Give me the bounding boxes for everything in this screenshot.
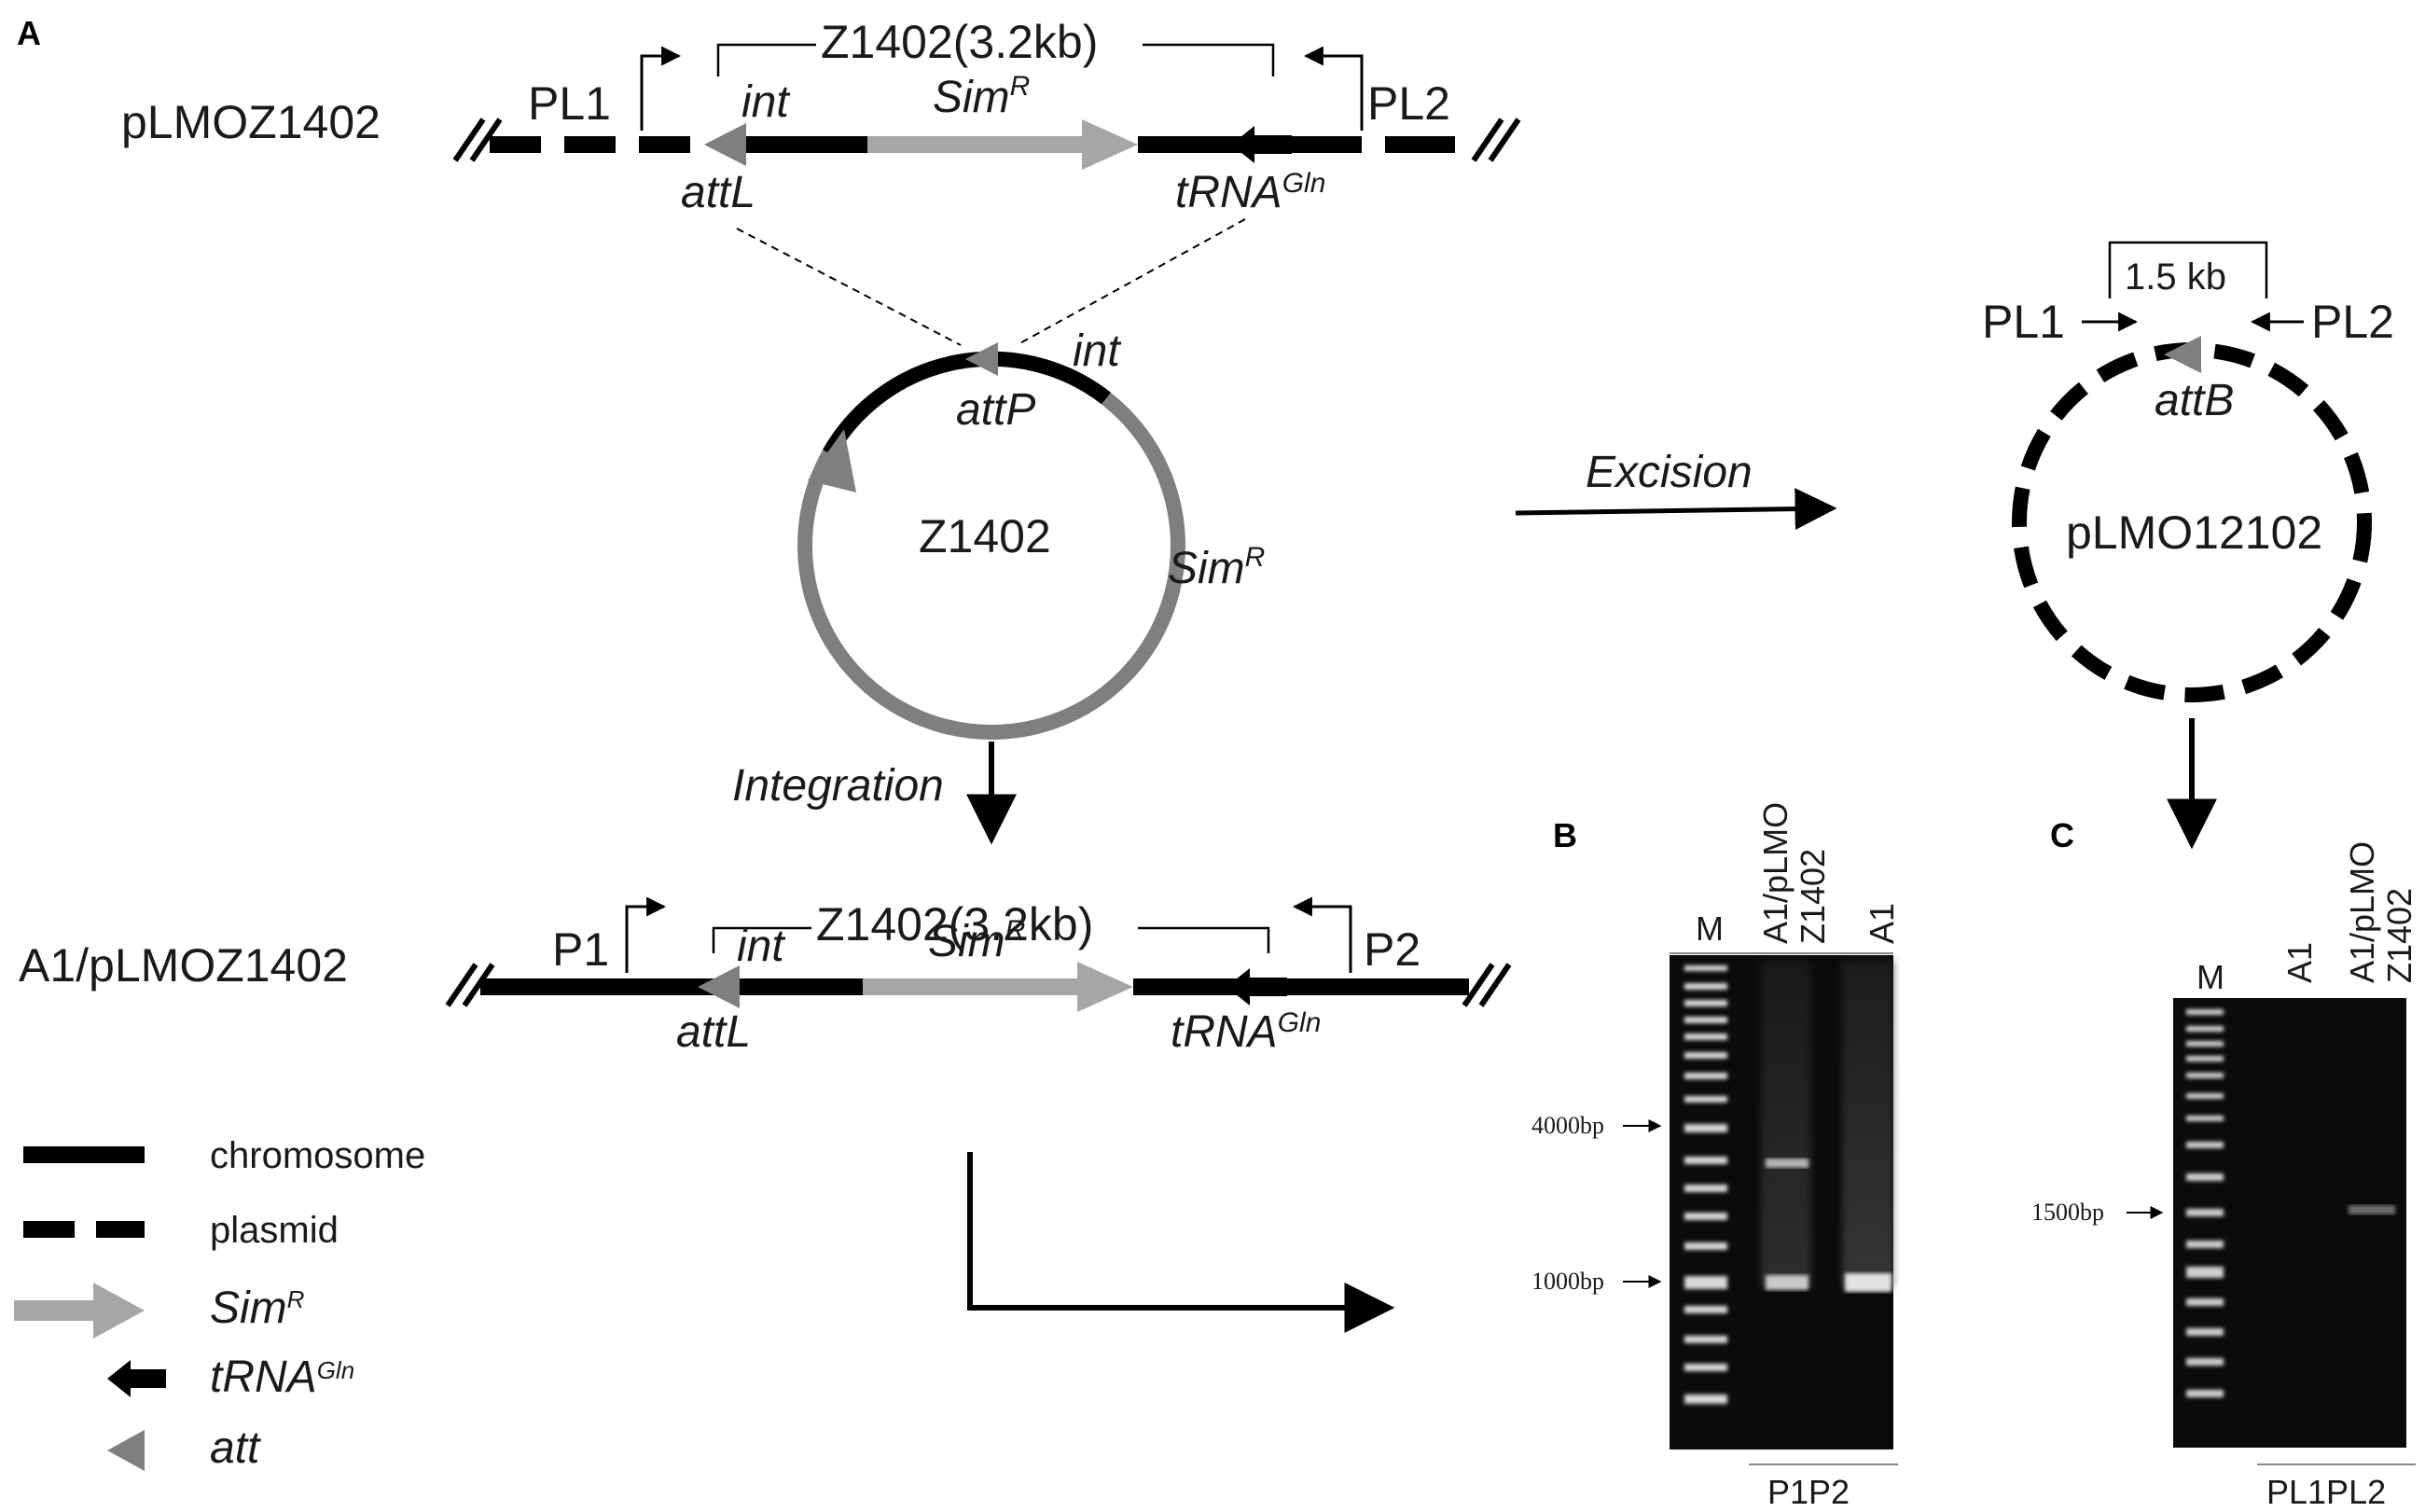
legend-att-label: att bbox=[210, 1423, 261, 1473]
primer-p1-label: P1 bbox=[552, 923, 609, 976]
gel-c-lane-2-label-line2: Z1402 bbox=[2380, 888, 2418, 983]
gel-c-primer-pair: PL1PL2 bbox=[2266, 1473, 2386, 1511]
int-label-2: int bbox=[737, 922, 785, 971]
insert-size-label-2: Z1402(3.2kb) bbox=[816, 898, 1093, 950]
insert-size-label: Z1402(3.2kb) bbox=[821, 16, 1098, 68]
trna-label-2: tRNAGln bbox=[1171, 1007, 1321, 1057]
gel-b-lane-2-label: A1 bbox=[1863, 903, 1901, 944]
plasmid-circle-name: pLMO12102 bbox=[2066, 506, 2322, 559]
legend-sim-swatch bbox=[14, 1283, 145, 1339]
gel-c-lane-2-label-line1: A1/pLMO bbox=[2343, 841, 2381, 983]
sim-resistance-arrow-2 bbox=[863, 962, 1133, 1012]
attl-label-2: attL bbox=[676, 1007, 751, 1057]
insert-bracket bbox=[716, 43, 1275, 76]
gel-c-lane-1-label: A1 bbox=[2280, 942, 2319, 983]
attb-triangle bbox=[2164, 336, 2201, 373]
gel-b-lane-m-label: M bbox=[1696, 909, 1724, 948]
integration-label: Integration bbox=[732, 761, 944, 811]
sim-label: SimR bbox=[933, 71, 1030, 122]
int-label: int bbox=[741, 77, 790, 127]
excision-label: Excision bbox=[1586, 448, 1753, 497]
gel-c-lane-2-band bbox=[2349, 1205, 2395, 1214]
legend-sim-label: SimR bbox=[210, 1283, 304, 1333]
gel-b-ladder bbox=[1684, 965, 1727, 1404]
circle-direction-arrow bbox=[808, 429, 856, 492]
trna-arrow-2 bbox=[1226, 968, 1287, 1006]
element-circle-group: Z1402 attP int SimR bbox=[797, 326, 1265, 740]
primer-pl1-circle-label: PL1 bbox=[1982, 296, 2065, 348]
gel-b-lane-1-band-upper bbox=[1766, 1158, 1808, 1168]
gel-b-lane-2-band bbox=[1845, 1273, 1892, 1292]
element-circle-name: Z1402 bbox=[919, 510, 1051, 562]
break-mark-right bbox=[1471, 118, 1521, 162]
break-mark-left-2 bbox=[445, 963, 495, 1007]
attl-label: attL bbox=[681, 168, 755, 217]
size-label: 1.5 kb bbox=[2125, 257, 2226, 298]
trna-label: tRNAGln bbox=[1175, 168, 1325, 217]
gel-c-lane-m-label: M bbox=[2196, 958, 2224, 996]
att-triangle-left-2 bbox=[698, 965, 740, 1008]
primer-p2-arrow bbox=[1292, 896, 1352, 973]
primer-pl1-arrow bbox=[640, 46, 682, 131]
gel-b-lane-1-smear bbox=[1761, 961, 1811, 1287]
bottom-construct-name: A1/pLMOZ1402 bbox=[19, 939, 348, 992]
gel-b-marker-4000-label: 4000bp bbox=[1531, 1112, 1604, 1139]
element-circle-black-arc bbox=[823, 351, 1111, 457]
legend: chromosome plasmid SimR tRNAGln att bbox=[14, 1135, 425, 1473]
legend-trna-label: tRNAGln bbox=[210, 1352, 354, 1402]
arrow-to-gel-b bbox=[967, 1152, 1395, 1333]
break-mark-left bbox=[452, 118, 503, 162]
gel-c-image bbox=[2173, 998, 2406, 1448]
panel-label-a: A bbox=[17, 14, 41, 52]
gel-c-ladder bbox=[2186, 1009, 2224, 1397]
panel-label-c: C bbox=[2050, 816, 2074, 854]
legend-trna-swatch bbox=[107, 1360, 166, 1397]
int-circle-label: int bbox=[1073, 326, 1121, 376]
primer-p1-arrow bbox=[625, 896, 667, 973]
gel-b-primer-pair: P1P2 bbox=[1767, 1473, 1850, 1511]
sim-resistance-arrow bbox=[867, 119, 1138, 170]
primer-pl2-circle-label: PL2 bbox=[2311, 296, 2394, 348]
attp-triangle bbox=[965, 342, 998, 376]
gel-c-marker-1500-label: 1500bp bbox=[2031, 1199, 2104, 1226]
insert-bracket-2 bbox=[712, 926, 1270, 953]
gel-c: M A1 A1/pLMO Z1402 1500bp PL1PL2 bbox=[2031, 841, 2418, 1511]
legend-chromosome-label: chromosome bbox=[210, 1135, 425, 1176]
attb-label: attB bbox=[2155, 376, 2234, 425]
bottom-construct: A1/pLMOZ1402 P1 P2 Z1402(3.2kb) int SimR… bbox=[19, 896, 1512, 1057]
size-bracket bbox=[2108, 241, 2268, 298]
gel-b-lane-2-smear bbox=[1842, 961, 1894, 1287]
sim-circle-label: SimR bbox=[1168, 542, 1265, 593]
sim-label-2: SimR bbox=[928, 915, 1025, 966]
top-construct: pLMOZ1402 PL1 PL2 bbox=[121, 16, 1521, 217]
top-construct-name: pLMOZ1402 bbox=[121, 96, 381, 148]
gel-b-marker-1000-label: 1000bp bbox=[1531, 1268, 1604, 1295]
break-mark-right-2 bbox=[1462, 963, 1512, 1007]
att-triangle-left bbox=[704, 123, 746, 166]
gel-b: M A1/pLMO Z1402 A1 4000bp 1000bp bbox=[1531, 802, 1901, 1511]
plasmid-circle-group: pLMO12102 attB 1.5 kb PL1 PL2 bbox=[1982, 241, 2394, 702]
primer-pl2-arrow bbox=[1303, 46, 1364, 131]
legend-plasmid-label: plasmid bbox=[210, 1210, 339, 1251]
primer-pl2-label: PL2 bbox=[1367, 77, 1450, 130]
primer-pl1-label: PL1 bbox=[528, 77, 611, 130]
legend-att-swatch bbox=[107, 1430, 145, 1471]
gel-b-lane-1-label-line1: A1/pLMO bbox=[1756, 802, 1794, 944]
excision-arrow bbox=[1515, 488, 1837, 531]
gel-b-lane-1-label-line2: Z1402 bbox=[1794, 849, 1832, 944]
attp-label: attP bbox=[956, 385, 1035, 435]
gel-b-lane-1-band-lower bbox=[1766, 1275, 1808, 1290]
primer-p2-label: P2 bbox=[1364, 923, 1420, 976]
panel-label-b: B bbox=[1553, 816, 1577, 854]
trna-arrow bbox=[1231, 126, 1292, 163]
projection-lines bbox=[736, 218, 1246, 346]
